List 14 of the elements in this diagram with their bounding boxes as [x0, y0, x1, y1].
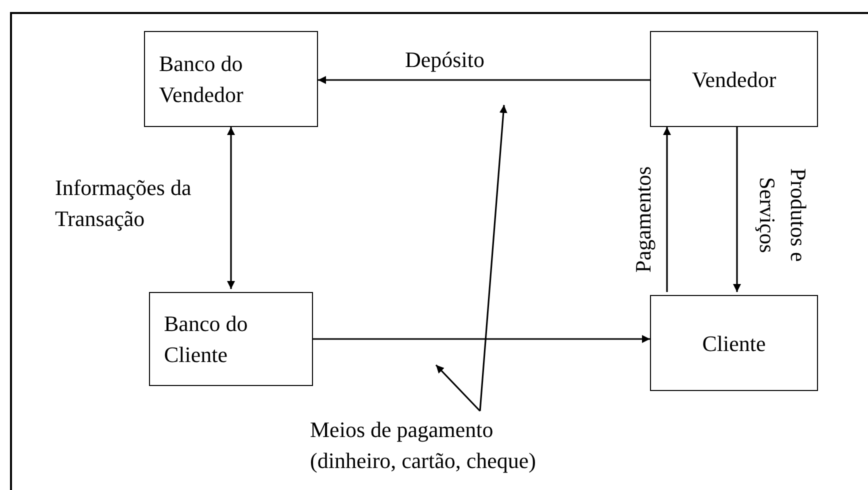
- process-box: Vendedor: [650, 31, 818, 127]
- arrow: [435, 364, 481, 412]
- arrow: [663, 127, 671, 292]
- process-box: Cliente: [650, 295, 818, 391]
- note-text: Meios de pagamento (dinheiro, cartão, cheque): [310, 416, 537, 475]
- process-box: Banco do Vendedor: [144, 31, 318, 127]
- arrow: [313, 335, 650, 343]
- arrow: [479, 104, 508, 412]
- arrow: [733, 127, 741, 292]
- arrow: [227, 127, 235, 289]
- edge-label: Produtos e Serviços: [754, 167, 812, 264]
- process-box: Banco do Cliente: [149, 292, 313, 386]
- arrow: [318, 76, 650, 84]
- edge-label: Pagamentos: [630, 165, 656, 275]
